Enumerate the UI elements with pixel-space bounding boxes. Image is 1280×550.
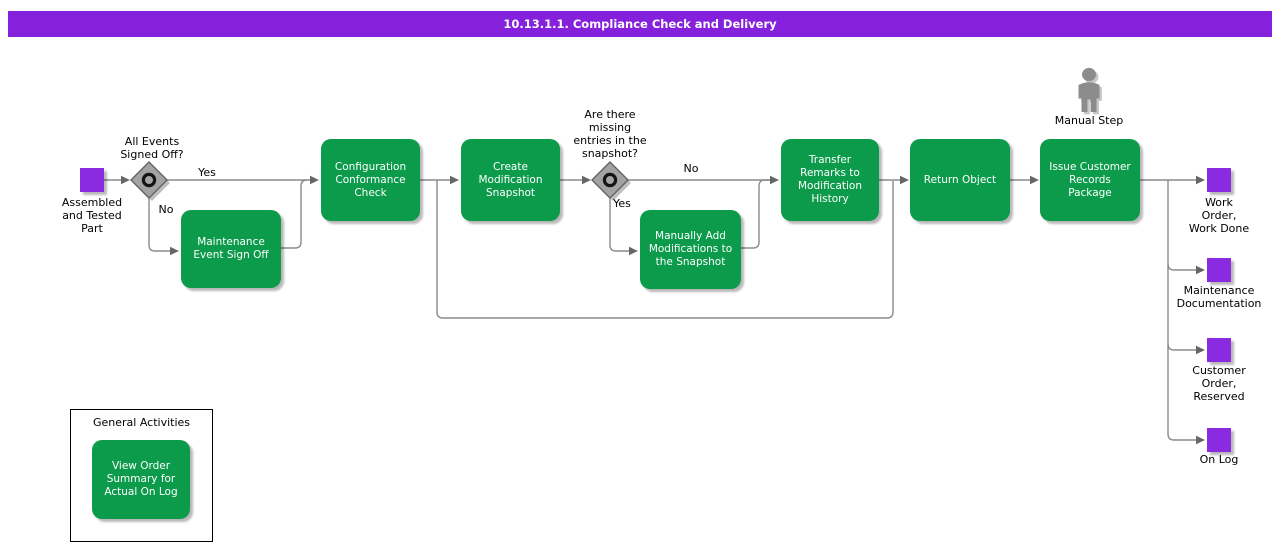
general-activities-panel: General Activities View Order Summary fo… (70, 409, 213, 542)
decision-missing-entries[interactable] (591, 161, 631, 201)
diamond-ring-icon (141, 172, 157, 188)
general-activities-title: General Activities (92, 416, 191, 429)
branch-no-label-1: No (158, 203, 174, 216)
person-icon (1078, 67, 1100, 112)
diamond-ring-icon (602, 172, 618, 188)
connector-output-branch2 (1167, 263, 1196, 271)
task-maintenance-event-sign-off[interactable]: Maintenance Event Sign Off (181, 210, 281, 288)
decision-all-events-signed-off[interactable] (130, 161, 170, 201)
artifact-customer-order-reserved[interactable] (1207, 338, 1231, 362)
manual-step-label: Manual Step (1054, 114, 1124, 127)
diamond-shape (130, 161, 168, 199)
diagram-title: 10.13.1.1. Compliance Check and Delivery (503, 17, 777, 31)
diamond-shape (591, 161, 629, 199)
task-configuration-conformance-check[interactable]: Configuration Conformance Check (321, 139, 420, 221)
artifact-on-log[interactable] (1207, 428, 1231, 452)
task-transfer-remarks[interactable]: Transfer Remarks to Modification History (781, 139, 879, 221)
connector-lines (104, 179, 1196, 441)
connector-output-branch3 (1167, 343, 1196, 351)
output-label-customer-order: Customer Order, Reserved (1192, 364, 1246, 403)
connector-decision2-yes (609, 198, 629, 252)
task-manually-add-modifications[interactable]: Manually Add Modifications to the Snapsh… (640, 210, 741, 289)
task-create-modification-snapshot[interactable]: Create Modification Snapshot (461, 139, 560, 221)
connector-manually-return (741, 179, 770, 249)
decision2-question-label: Are there missing entries in the snapsho… (573, 108, 647, 160)
connector-output-trunk (1167, 180, 1196, 441)
branch-no-label-2: No (683, 162, 699, 175)
output-label-work-order: Work Order, Work Done (1188, 196, 1250, 235)
task-view-order-summary[interactable]: View Order Summary for Actual On Log (92, 440, 190, 519)
artifact-assembled-tested-part[interactable] (80, 168, 104, 192)
task-issue-customer-records-package[interactable]: Issue Customer Records Package (1040, 139, 1140, 221)
connector-bypass-bottom (436, 180, 894, 319)
connector-decision1-no (148, 198, 170, 252)
manual-step-person-icon (1078, 67, 1102, 115)
decision1-question-label: All Events Signed Off? (120, 135, 184, 161)
connector-maintenance-return (281, 179, 308, 249)
branch-yes-label-2: Yes (613, 197, 631, 210)
artifact-assembled-label: Assembled and Tested Part (61, 196, 123, 235)
artifact-work-order-work-done[interactable] (1207, 168, 1231, 192)
branch-yes-label-1: Yes (198, 166, 216, 179)
diagram-title-bar: 10.13.1.1. Compliance Check and Delivery (8, 11, 1272, 37)
artifact-maintenance-documentation[interactable] (1207, 258, 1231, 282)
output-label-on-log: On Log (1199, 453, 1239, 466)
arrowheads (121, 175, 1205, 445)
task-return-object[interactable]: Return Object (910, 139, 1010, 221)
output-label-maintenance-documentation: Maintenance Documentation (1176, 284, 1262, 310)
